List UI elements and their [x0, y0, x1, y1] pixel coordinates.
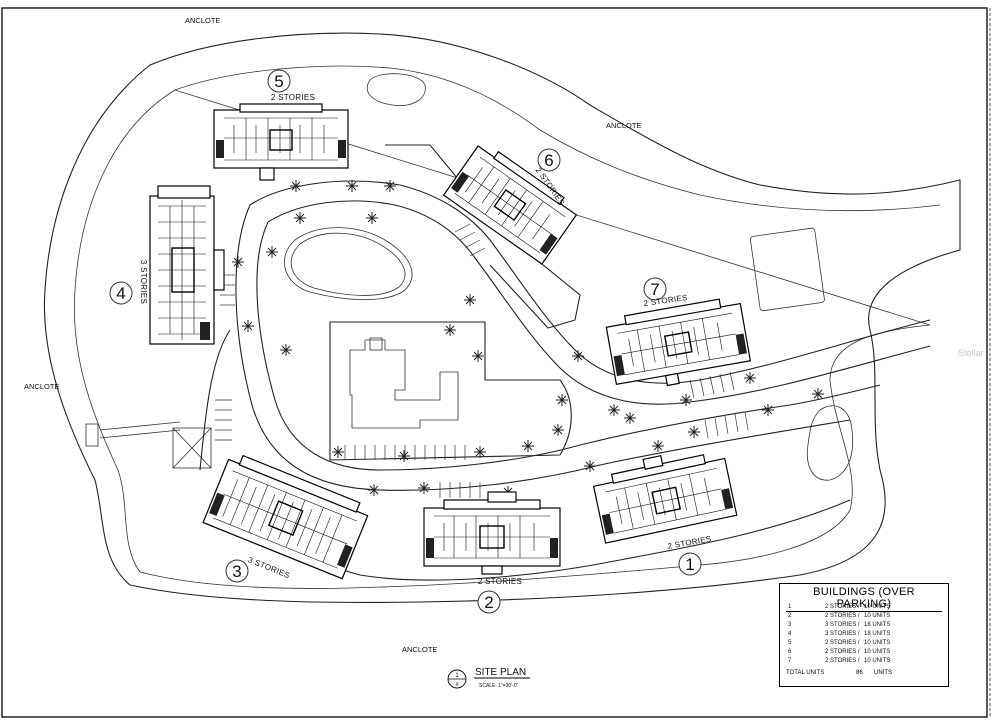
- building-5-stories: 2 STORIES: [271, 93, 315, 102]
- label-anclote-south: ANCLOTE: [402, 645, 437, 654]
- building-7-number: 7: [650, 280, 659, 299]
- legend-row-units: 10 UNITS: [864, 658, 891, 664]
- legend-row-number: 2: [788, 613, 792, 619]
- building-4-number: 4: [116, 284, 125, 303]
- pond-center: [284, 227, 413, 301]
- buildings-legend: BUILDINGS (OVER PARKING) 1 2 STORIES / 10 …: [779, 583, 949, 687]
- sheet-ref-bottom: #: [455, 682, 459, 688]
- internal-road-south: [235, 204, 851, 491]
- legend-row-number: 4: [788, 631, 792, 637]
- legend-row-stories: 3 STORIES /: [825, 622, 860, 628]
- internal-road-outer: [249, 180, 931, 384]
- building-3-tag: 3 3 STORIES: [225, 555, 292, 583]
- legend-row-units: 18 UNITS: [864, 631, 891, 637]
- building-2-tag: 2 2 STORIES: [477, 577, 522, 614]
- building-2-number: 2: [484, 593, 493, 612]
- building-4-stories: 3 STORIES: [139, 260, 148, 304]
- label-anclote-east: ANCLOTE: [606, 121, 641, 130]
- pond-north: [366, 73, 426, 107]
- building-2-stories: 2 STORIES: [478, 577, 522, 586]
- title-block: 1 # SITE PLAN SCALE: 1"=30'-0": [447, 667, 530, 689]
- legend-row-stories: 2 STORIES /: [825, 613, 860, 619]
- boat-dock: [85, 421, 212, 469]
- legend-total-value: 86: [856, 670, 863, 676]
- watermark-text: Stellar: [958, 348, 984, 358]
- internal-road-inner: [267, 200, 931, 405]
- legend-row-stories: 3 STORIES /: [825, 631, 860, 637]
- building-6-number: 6: [544, 151, 553, 170]
- internal-road-loop: [256, 221, 881, 471]
- legend-title: BUILDINGS (OVER PARKING): [786, 586, 942, 612]
- label-anclote-north: ANCLOTE: [185, 16, 220, 25]
- parking-stalls: [215, 223, 749, 498]
- court-square: [750, 227, 825, 312]
- road-east-spur: [385, 144, 581, 329]
- plan-title: SITE PLAN: [475, 667, 526, 678]
- building-2-footprint: [423, 491, 561, 575]
- legend-row-stories: 2 STORIES /: [825, 649, 860, 655]
- legend-row-stories: 2 STORIES /: [825, 604, 860, 610]
- plan-scale: SCALE: 1"=30'-0": [479, 683, 519, 689]
- building-1-stories: 2 STORIES: [667, 534, 712, 551]
- legend-row-units: 10 UNITS: [864, 640, 891, 646]
- legend-row-units: 10 UNITS: [864, 604, 891, 610]
- building-3-number: 3: [232, 562, 241, 581]
- legend-row-units: 18 UNITS: [864, 622, 891, 628]
- legend-row-stories: 2 STORIES /: [825, 640, 860, 646]
- building-5-number: 5: [274, 72, 283, 91]
- legend-row-number: 1: [788, 604, 792, 610]
- inner-shoreline: [73, 65, 941, 589]
- building-6-footprint: [442, 145, 578, 265]
- legend-row-stories: 2 STORIES /: [825, 658, 860, 664]
- building-4-footprint: [149, 185, 225, 345]
- site-boundary: [43, 32, 961, 604]
- legend-total-row: TOTAL UNITS 86 UNITS: [786, 670, 936, 676]
- legend-row-number: 5: [788, 640, 792, 646]
- building-7-tag: 7 2 STORIES: [643, 277, 688, 308]
- legend-row-number: 3: [788, 622, 792, 628]
- drawing-border: [1, 7, 988, 718]
- building-5-tag: 5 2 STORIES: [267, 69, 315, 102]
- building-5-footprint: [213, 103, 349, 181]
- legend-row-units: 10 UNITS: [864, 649, 891, 655]
- pond-center-inner: [290, 232, 406, 296]
- legend-row-number: 7: [788, 658, 792, 664]
- building-1-footprint: [592, 454, 738, 544]
- building-3-stories: 3 STORIES: [247, 555, 292, 580]
- label-anclote-west: ANCLOTE: [24, 382, 59, 391]
- legend-row-number: 6: [788, 649, 792, 655]
- palm-trees: [232, 180, 824, 498]
- clubhouse-lot: [329, 321, 572, 461]
- building-7-footprint: [605, 298, 752, 387]
- building-1-number: 1: [685, 555, 694, 574]
- legend-total-unit: UNITS: [874, 670, 892, 676]
- sheet-ref-top: 1: [455, 673, 459, 679]
- legend-total-label: TOTAL UNITS: [786, 670, 825, 676]
- building-1-tag: 1 2 STORIES: [667, 534, 712, 576]
- legend-row-units: 10 UNITS: [864, 613, 891, 619]
- pond-east: [806, 405, 854, 481]
- clubhouse-building: [349, 339, 459, 429]
- building-4-tag: 4 3 STORIES: [109, 260, 148, 305]
- building-3-footprint: [202, 454, 369, 580]
- clubhouse-tower: [369, 337, 383, 351]
